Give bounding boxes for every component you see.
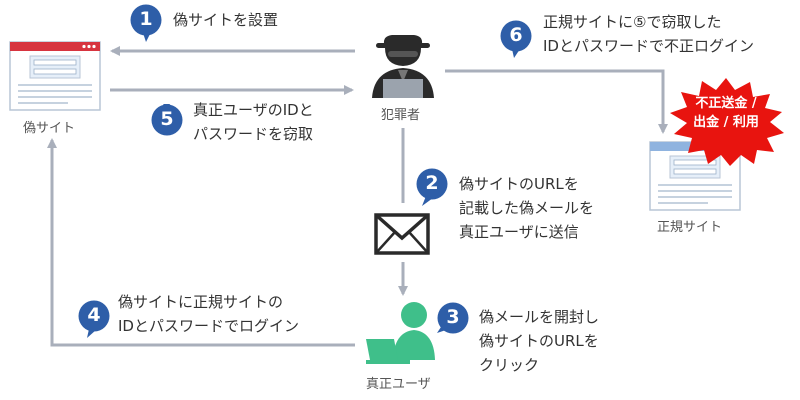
step5-number: 5 bbox=[160, 108, 174, 130]
step5-line1: 真正ユーザのIDと bbox=[193, 101, 314, 119]
fraud-alert-text: 不正送金 / 出金 / 利用 bbox=[664, 94, 788, 132]
step4-line2: IDとパスワードでログイン bbox=[118, 317, 299, 335]
criminal-icon bbox=[372, 35, 434, 98]
step2-number: 2 bbox=[425, 172, 439, 194]
step3-badge: 3 bbox=[437, 302, 469, 334]
step4-number: 4 bbox=[87, 304, 101, 326]
step6-line2: IDとパスワードで不正ログイン bbox=[543, 37, 754, 55]
step3-line2: 偽サイトのURLを bbox=[479, 332, 599, 350]
fake-site-label: 偽サイト bbox=[23, 121, 76, 136]
step2-badge: 2 bbox=[416, 168, 448, 206]
step2-line3: 真正ユーザに送信 bbox=[459, 223, 579, 241]
step4-badge: 4 bbox=[78, 300, 110, 338]
step3-line1: 偽メールを開封し bbox=[479, 308, 600, 326]
step5-badge: 5 bbox=[151, 104, 183, 136]
mail-icon bbox=[374, 213, 430, 255]
step1-line1: 偽サイトを設置 bbox=[173, 11, 279, 29]
criminal-label: 犯罪者 bbox=[381, 108, 421, 123]
user-icon bbox=[366, 302, 435, 364]
step2-line2: 記載した偽メールを bbox=[459, 199, 595, 217]
step3-number: 3 bbox=[446, 306, 460, 328]
step4-line1: 偽サイトに正規サイトの bbox=[118, 293, 284, 311]
real-site-label: 正規サイト bbox=[657, 220, 723, 235]
fake-site-browser-icon bbox=[9, 41, 101, 111]
user-label: 真正ユーザ bbox=[366, 377, 431, 392]
arrow-step4 bbox=[47, 138, 355, 347]
step6-number: 6 bbox=[509, 24, 523, 46]
arrow-step6 bbox=[445, 69, 668, 134]
step5-line2: パスワードを窃取 bbox=[193, 125, 314, 143]
fraud-alert-line2: 出金 / 利用 bbox=[693, 115, 759, 130]
step1-badge: 1 bbox=[130, 4, 162, 42]
step3-text: 偽メールを開封し 偽サイトのURLを クリック bbox=[479, 305, 599, 377]
step6-line1: 正規サイトに⑤で窃取した bbox=[543, 13, 722, 31]
step1-number: 1 bbox=[139, 8, 153, 30]
fraud-alert-burst: 不正送金 / 出金 / 利用 bbox=[664, 76, 788, 166]
step2-line1: 偽サイトのURLを bbox=[459, 175, 579, 193]
step6-text: 正規サイトに⑤で窃取した IDとパスワードで不正ログイン bbox=[543, 10, 754, 58]
step3-line3: クリック bbox=[479, 356, 540, 374]
step5-text: 真正ユーザのIDと パスワードを窃取 bbox=[193, 98, 314, 146]
step6-badge: 6 bbox=[500, 20, 532, 58]
fraud-alert-line1: 不正送金 / bbox=[695, 96, 757, 111]
step4-text: 偽サイトに正規サイトの IDとパスワードでログイン bbox=[118, 290, 299, 338]
step2-text: 偽サイトのURLを 記載した偽メールを 真正ユーザに送信 bbox=[459, 172, 594, 244]
step1-text: 偽サイトを設置 bbox=[173, 8, 278, 32]
